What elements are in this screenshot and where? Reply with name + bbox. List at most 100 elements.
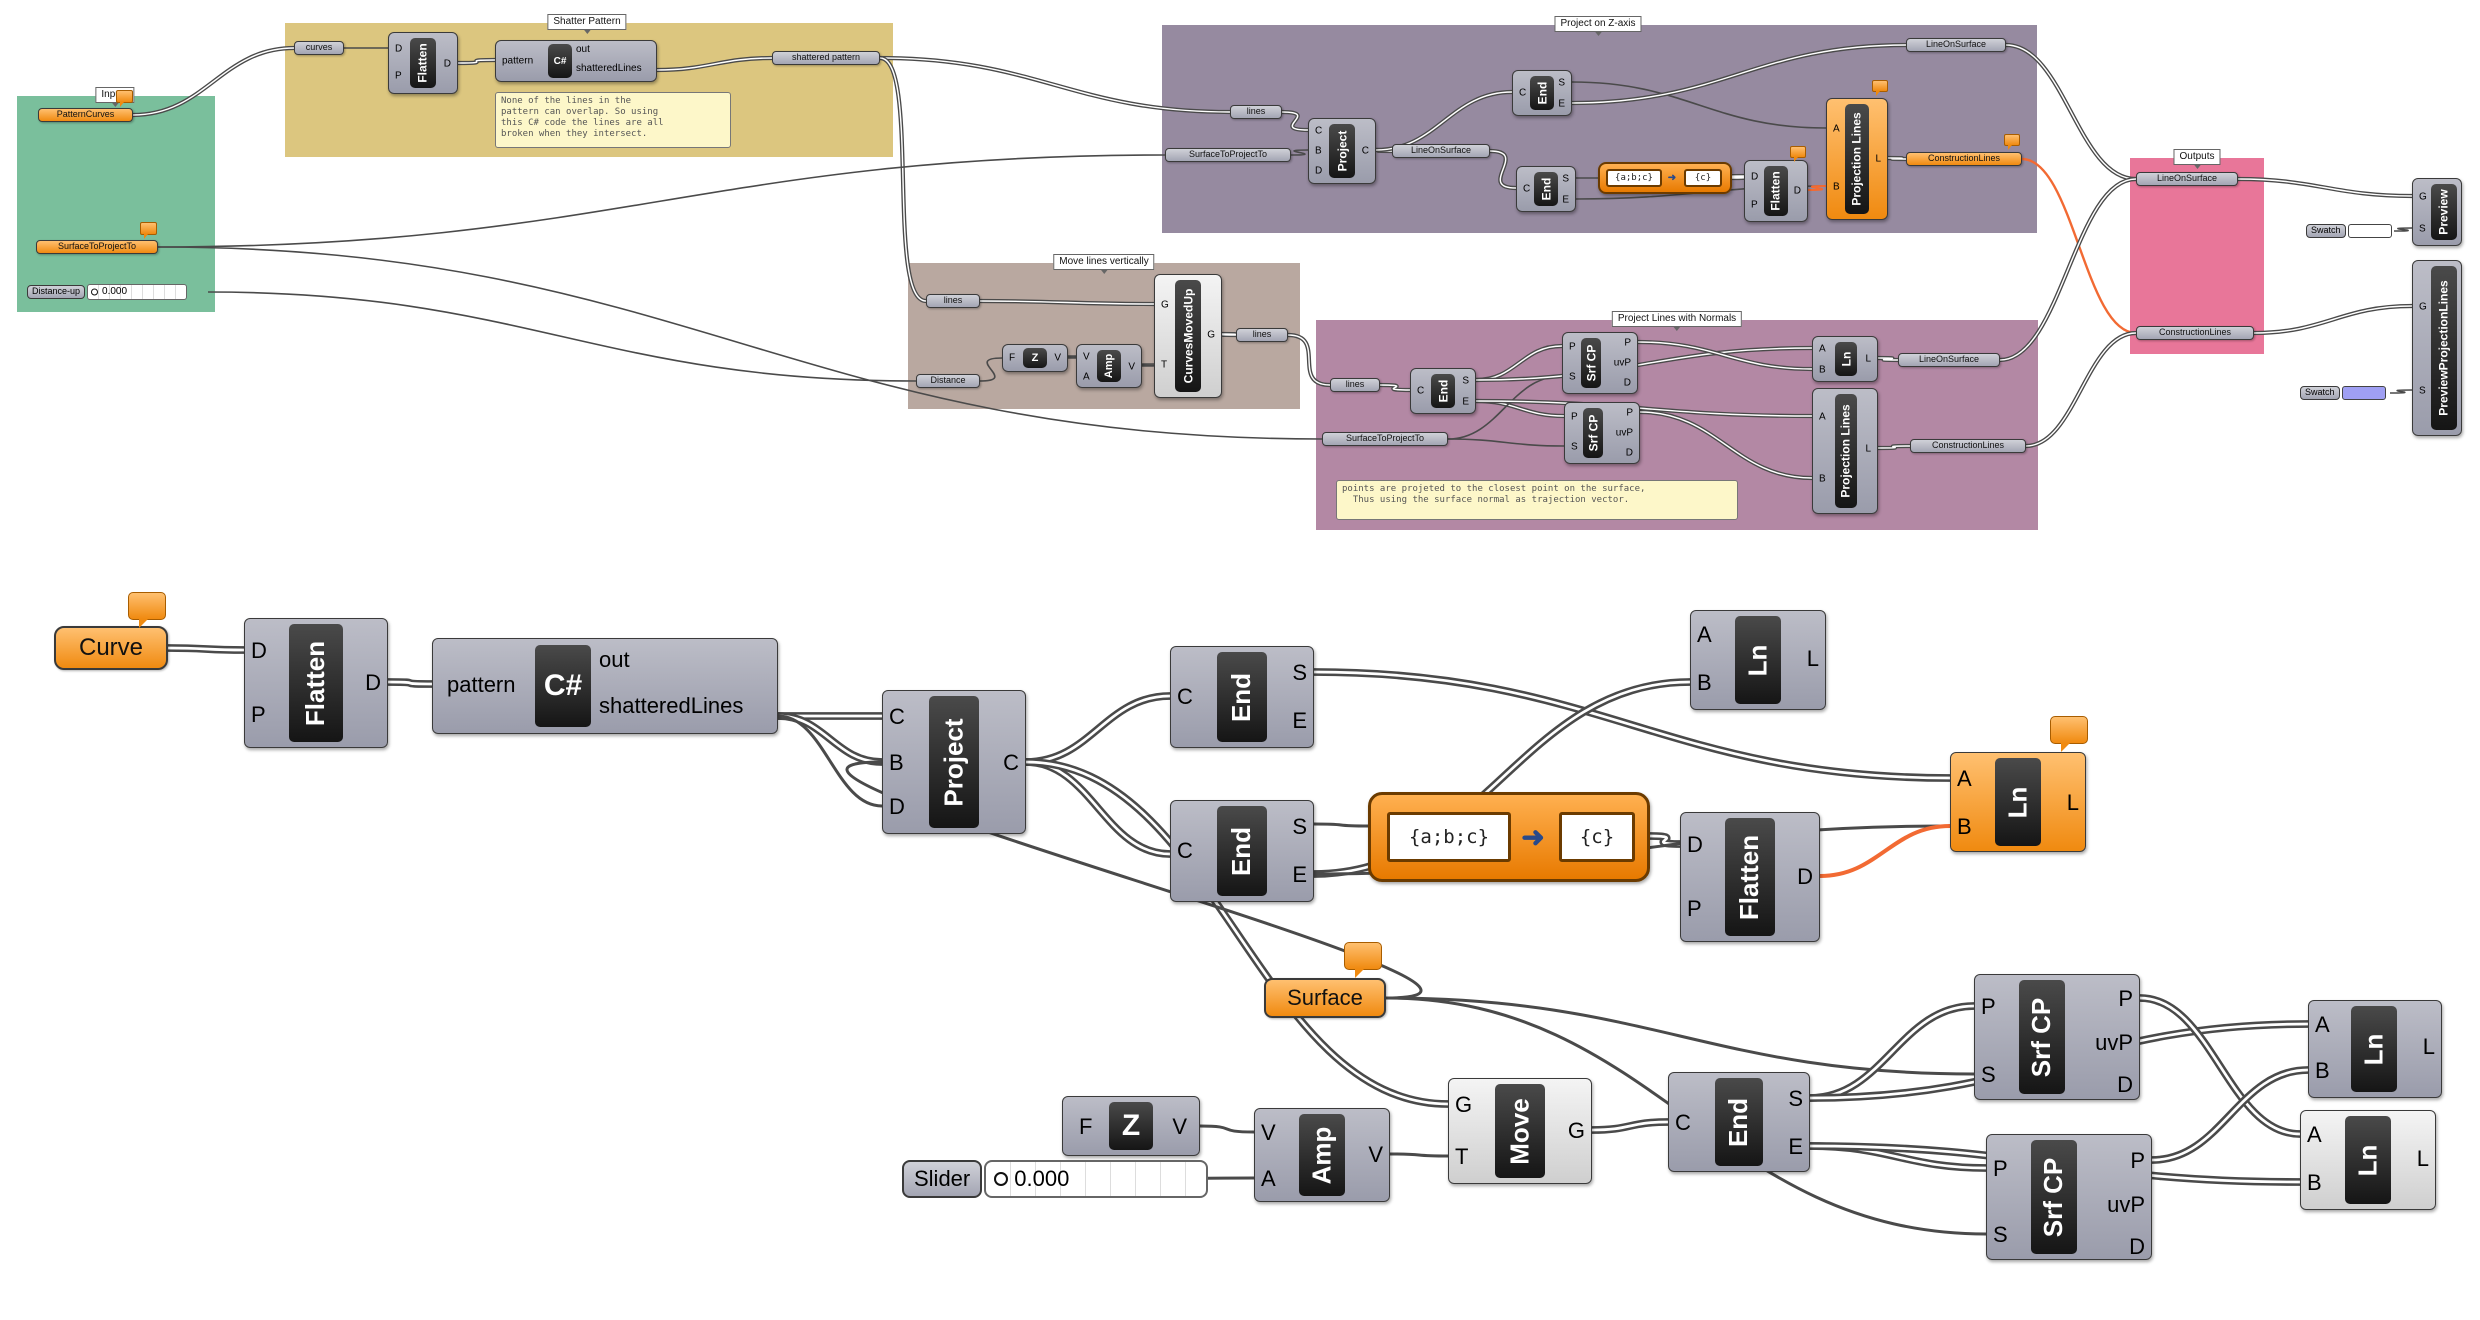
end-points-component[interactable]: C End S E <box>1410 368 1476 414</box>
projection-lines-component[interactable]: A B Projection Lines L <box>1826 98 1888 220</box>
line-on-surface-relay[interactable]: LineOnSurface <box>1898 353 2000 367</box>
output-d: D <box>365 670 381 695</box>
arrow-icon: ➜ <box>1667 172 1677 184</box>
distance-relay[interactable]: Distance <box>916 374 980 388</box>
flatten-component[interactable]: D P Flatten D <box>388 32 458 94</box>
lines-relay[interactable]: lines <box>1330 378 1380 392</box>
construction-lines-output[interactable]: ConstructionLines <box>2136 326 2254 340</box>
output-e: E <box>1292 708 1307 733</box>
component-core: Ln <box>2351 1006 2397 1092</box>
surface-closest-point-component[interactable]: P S Srf CP P uvP D <box>1974 974 2140 1100</box>
csharp-script-component[interactable]: pattern C# out shatteredLines <box>432 638 778 734</box>
group-outputs[interactable]: Outputs <box>2130 149 2264 354</box>
output-e: E <box>1292 862 1307 887</box>
preview-projection-lines-component[interactable]: G S PreviewProjectionLines <box>2412 260 2462 436</box>
swatch-white[interactable]: Swatch <box>2306 224 2392 238</box>
project-component[interactable]: C B D Project C <box>1308 118 1376 184</box>
flatten-component[interactable]: D P Flatten D <box>1744 160 1808 222</box>
line-on-surface-output[interactable]: LineOnSurface <box>2136 172 2238 186</box>
group-project-on-z[interactable]: Project on Z-axis <box>1162 16 2037 233</box>
end-points-component[interactable]: C End S E <box>1512 70 1572 116</box>
wire-core <box>1649 834 1681 846</box>
preview-component[interactable]: G S Preview <box>2412 178 2462 246</box>
slider-track[interactable]: 0.000 <box>87 284 188 300</box>
end-points-component[interactable]: C End S E <box>1170 646 1314 748</box>
component-core: Project <box>929 696 979 828</box>
input-v: V <box>1261 1120 1276 1145</box>
amplitude-component[interactable]: V A Amp V <box>1076 344 1142 388</box>
line-component[interactable]: A B Ln L <box>1690 610 1826 710</box>
construction-lines-relay[interactable]: ConstructionLines <box>1910 439 2026 453</box>
unit-z-component[interactable]: F Z V <box>1062 1096 1200 1156</box>
output-d: D <box>2129 1234 2145 1259</box>
surface-relay[interactable]: SurfaceToProjectTo <box>1322 432 1448 446</box>
lines-relay[interactable]: lines <box>1236 328 1288 342</box>
wire-core <box>387 680 433 686</box>
line-component-selected[interactable]: A B Ln L <box>1950 752 2086 852</box>
distance-up-slider[interactable]: Distance-up 0.000 <box>27 284 188 300</box>
surface-to-project-param[interactable]: SurfaceToProjectTo <box>36 240 158 254</box>
pattern-curves-param[interactable]: PatternCurves <box>38 108 133 122</box>
wire-core <box>1809 1004 1975 1100</box>
end-points-component[interactable]: C End S E <box>1170 800 1314 902</box>
amplitude-component[interactable]: V A Amp V <box>1254 1108 1390 1202</box>
param-output-bubble <box>1872 80 1888 96</box>
component-core: Amp <box>1299 1114 1345 1196</box>
line-on-surface-relay[interactable]: LineOnSurface <box>1392 144 1490 158</box>
input-b: B <box>1697 670 1712 695</box>
swatch-color-white[interactable] <box>2347 224 2392 238</box>
output-d: D <box>1793 185 1801 197</box>
slider-knob[interactable] <box>91 288 99 296</box>
surface-param[interactable]: Surface <box>1264 978 1386 1018</box>
move-component[interactable]: G T Move G <box>1448 1078 1592 1184</box>
slider-value: 0.000 <box>1014 1166 1070 1191</box>
surface-relay[interactable]: SurfaceToProjectTo <box>1165 148 1291 162</box>
wire <box>2253 303 2413 336</box>
flatten-component[interactable]: D P Flatten D <box>244 618 388 748</box>
project-component[interactable]: C B Project D C <box>882 690 1026 834</box>
output-p: P <box>2130 1148 2145 1173</box>
end-points-component[interactable]: C End S E <box>1516 166 1576 212</box>
input-b: B <box>2315 1058 2330 1083</box>
swatch-color-blue[interactable] <box>2341 386 2386 400</box>
surface-closest-point-component[interactable]: P S Srf CP P uvP D <box>1564 402 1640 464</box>
group-inputs[interactable]: Inputs <box>17 87 215 312</box>
flatten-component[interactable]: D P Flatten D <box>1680 812 1820 942</box>
surface-closest-point-component[interactable]: P S Srf CP P uvP D <box>1562 332 1638 394</box>
shattered-pattern-relay[interactable]: shattered pattern <box>772 51 880 65</box>
expression-component[interactable]: {a;b;c} ➜ {c} <box>1598 162 1732 194</box>
wire <box>2151 1066 2309 1164</box>
wire-core <box>1809 1144 1987 1170</box>
output-c: C <box>1003 750 1019 775</box>
input-a: A <box>1697 622 1712 647</box>
input-s: S <box>1993 1222 2008 1247</box>
surface-closest-point-component[interactable]: P S Srf CP P uvP D <box>1986 1134 2152 1260</box>
swatch-blue[interactable]: Swatch <box>2300 386 2386 400</box>
input-b: B <box>1957 814 1972 839</box>
unit-z-component[interactable]: F Z V <box>1002 344 1068 372</box>
wire-core <box>1591 1120 1669 1132</box>
slider-knob[interactable] <box>994 1172 1009 1186</box>
component-core: Z <box>1109 1102 1153 1150</box>
line-component[interactable]: A B Ln L <box>2308 1000 2442 1098</box>
curves-moved-up-component[interactable]: G T CurvesMovedUp G <box>1154 274 1222 398</box>
curve-param[interactable]: Curve <box>54 626 168 670</box>
projection-lines-component[interactable]: A B Projection Lines L <box>1812 388 1878 514</box>
expression-component[interactable]: {a;b;c} ➜ {c} <box>1368 792 1650 882</box>
param-output-bubble <box>2004 134 2020 150</box>
slider-track[interactable]: 0.000 <box>984 1160 1209 1198</box>
number-slider[interactable]: Slider 0.000 <box>902 1160 1209 1198</box>
lines-relay[interactable]: lines <box>926 294 980 308</box>
line-on-surface-relay[interactable]: LineOnSurface <box>1906 38 2006 52</box>
curves-relay[interactable]: curves <box>294 41 344 55</box>
line-component[interactable]: A B Ln L <box>1812 336 1878 382</box>
end-points-component[interactable]: C End S E <box>1668 1072 1810 1172</box>
note-panel[interactable]: None of the lines in the pattern can ove… <box>495 92 731 148</box>
input-a: A <box>2315 1012 2330 1037</box>
note-panel[interactable]: points are projeted to the closest point… <box>1336 480 1738 520</box>
line-component[interactable]: A B Ln L <box>2300 1110 2436 1210</box>
csharp-script-component[interactable]: pattern C# out shatteredLines <box>495 40 657 82</box>
construction-lines-relay[interactable]: ConstructionLines <box>1906 152 2022 166</box>
lines-relay[interactable]: lines <box>1230 105 1282 119</box>
